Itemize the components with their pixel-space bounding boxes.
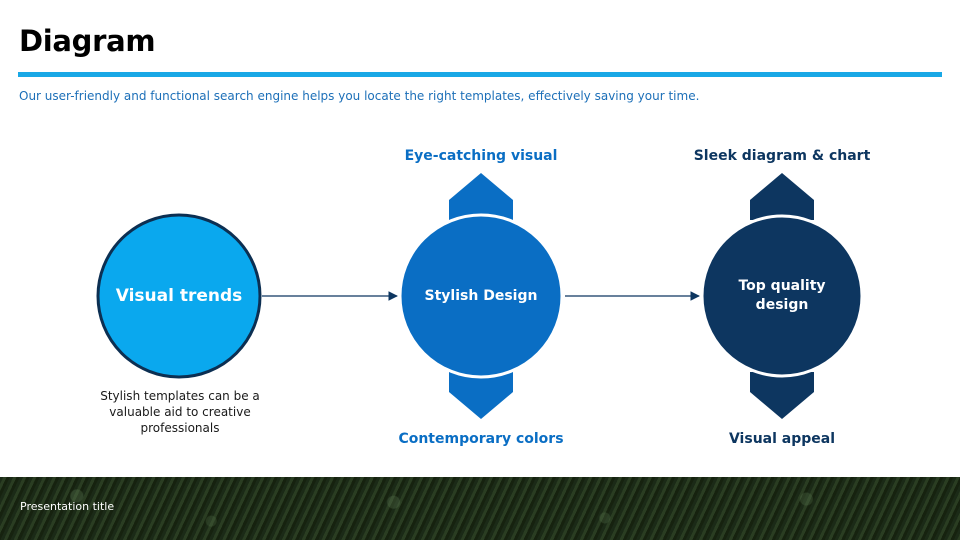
slide-subtitle: Our user-friendly and functional search … [19, 89, 700, 103]
up-pointer-middle [449, 173, 513, 220]
label-visual-appeal: Visual appeal [728, 431, 836, 447]
up-pointer-right [750, 173, 814, 220]
title-underline [18, 72, 942, 77]
node-label-stylish-design: Stylish Design [424, 288, 538, 304]
footer-grass-banner [0, 477, 960, 540]
visual-trends-caption: Stylish templates can be a valuable aid … [100, 389, 260, 435]
node-label-visual-trends: Visual trends [115, 286, 243, 306]
footer-presentation-title: Presentation title [20, 500, 115, 513]
label-eye-catching-visual: Eye-catching visual [404, 148, 558, 164]
circle-stylish-design [398, 213, 564, 379]
down-pointer-middle [449, 372, 513, 419]
label-contemporary-colors: Contemporary colors [398, 431, 564, 447]
circle-visual-trends [96, 213, 262, 379]
node-label-top-quality-design: Top quality design [738, 278, 826, 313]
down-pointer-right [750, 372, 814, 419]
slide-title: Diagram [19, 24, 156, 58]
circle-top-quality-design [700, 214, 864, 378]
label-sleek-diagram-chart: Sleek diagram & chart [693, 148, 871, 164]
